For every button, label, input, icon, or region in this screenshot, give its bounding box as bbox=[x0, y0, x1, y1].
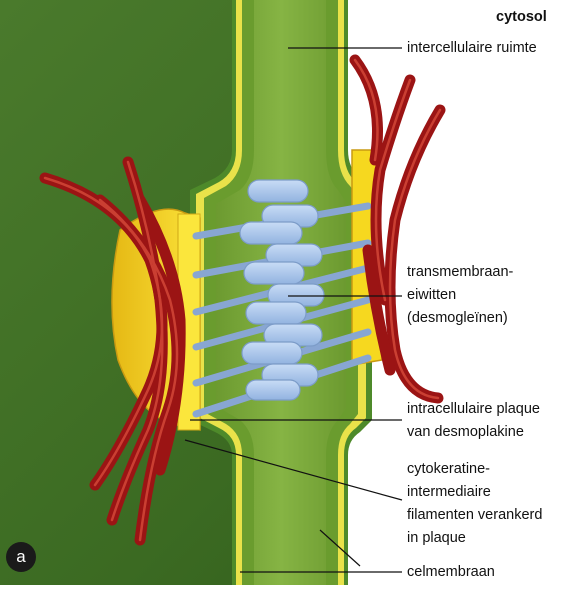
label-transmembrane-line-2: eiwitten bbox=[407, 287, 457, 303]
label-filaments-line-1: cytokeratine- bbox=[407, 461, 491, 477]
desmoglein-proteins bbox=[192, 179, 372, 418]
leader-lines bbox=[184, 47, 403, 573]
cytokeratin-filaments bbox=[39, 54, 446, 546]
label-filaments-line-2: intermediaire bbox=[407, 484, 491, 500]
label-filaments-line-3: filamenten verankerd bbox=[407, 507, 543, 523]
background-right bbox=[345, 0, 571, 585]
label-plaque-line-2: van desmoplakine bbox=[407, 424, 524, 440]
label-intercellular-space: intercellulaire ruimte bbox=[407, 40, 537, 56]
label-plaque-line-1: intracellulaire plaque bbox=[407, 401, 540, 417]
label-cell-membrane: celmembraan bbox=[407, 564, 495, 580]
label-filaments-line-4: in plaque bbox=[407, 530, 466, 546]
panel-letter-badge: a bbox=[6, 542, 36, 572]
label-transmembrane-line-1: transmembraan- bbox=[407, 264, 514, 280]
label-transmembrane-line-3: (desmogleïnen) bbox=[407, 310, 508, 326]
label-cytosol: cytosol bbox=[496, 9, 547, 25]
